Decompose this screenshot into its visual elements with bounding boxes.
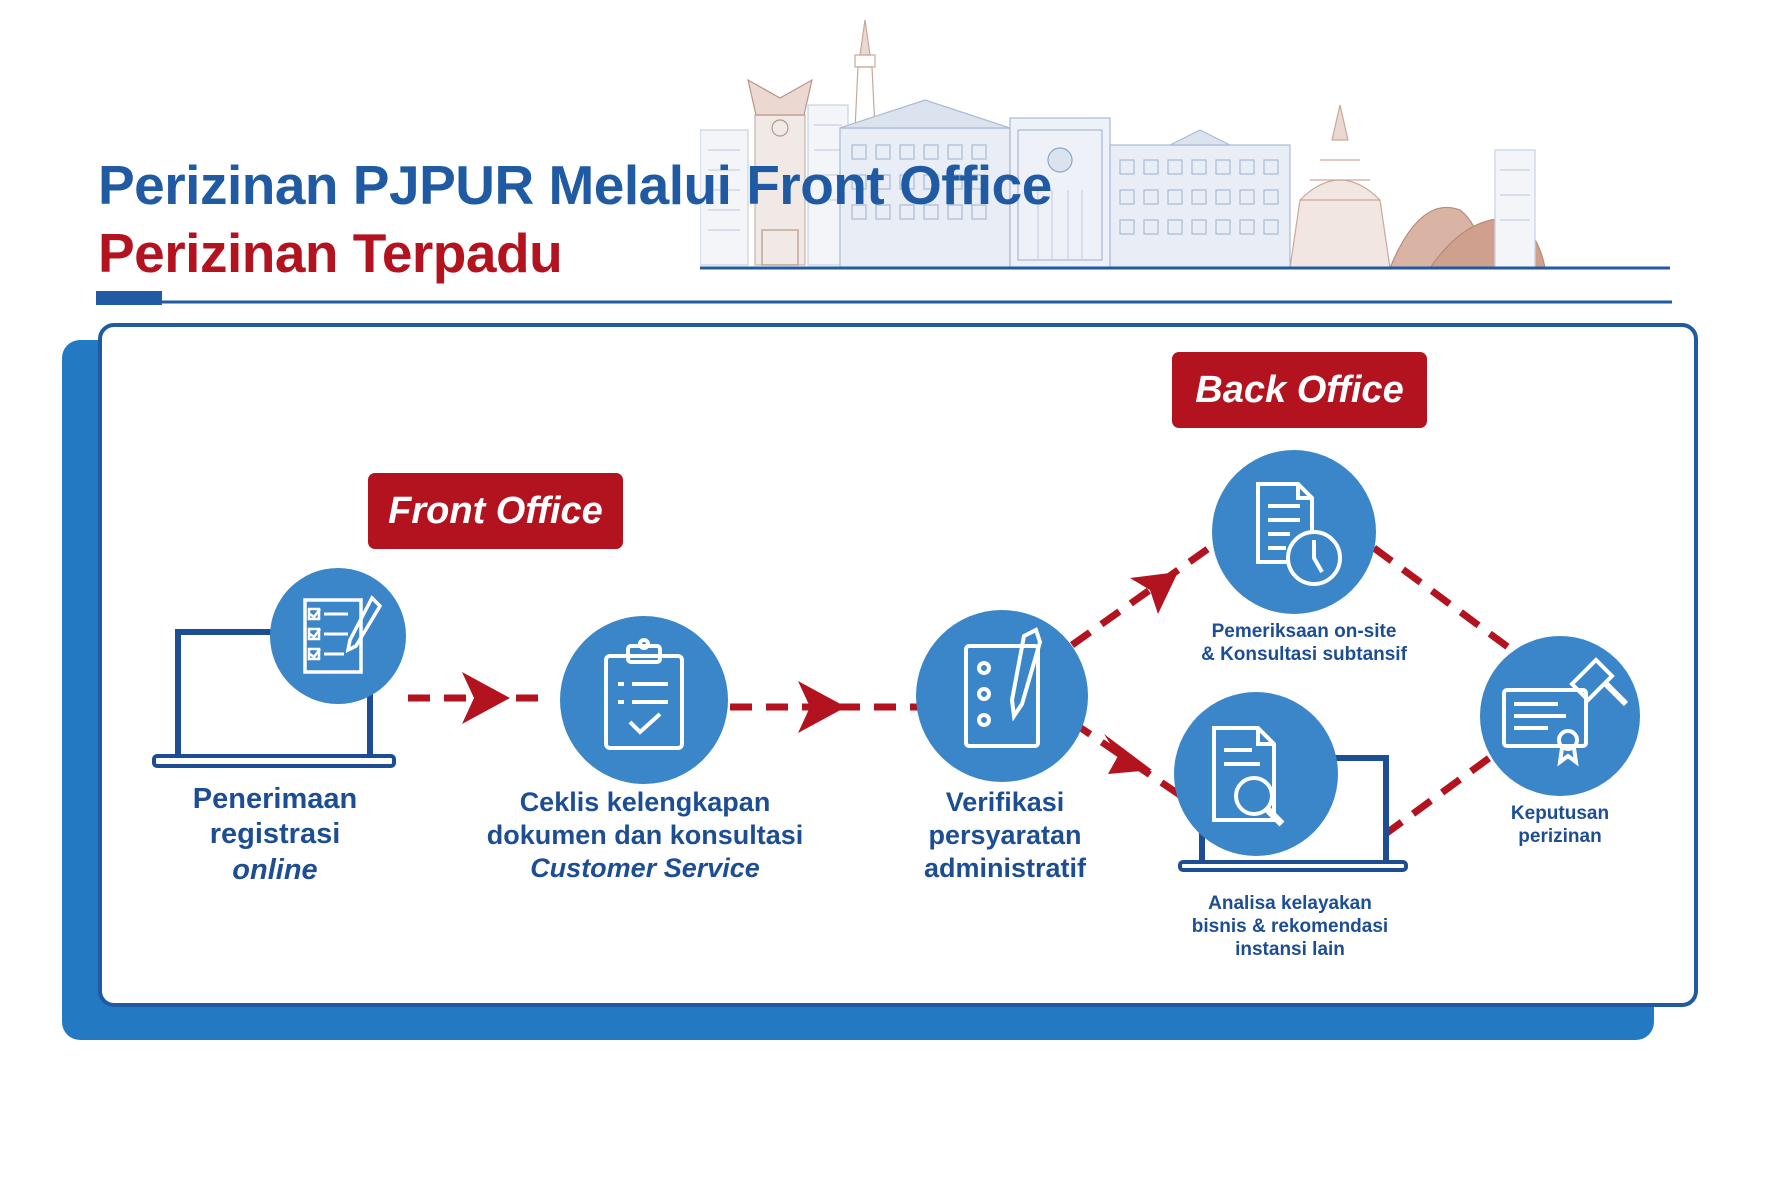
content-card xyxy=(98,323,1698,1007)
checklist-caption: Ceklis kelengkapan dokumen dan konsultas… xyxy=(486,787,804,883)
onsite-step-icon xyxy=(1212,450,1376,614)
verification-caption: Verifikasi persyaratan administratif xyxy=(923,787,1087,883)
arrowhead-4 xyxy=(1104,734,1152,774)
city-skyline-illustration xyxy=(700,19,1670,270)
decision-step-icon xyxy=(1480,636,1640,796)
header-accent-bar xyxy=(96,291,162,305)
arrowhead-1 xyxy=(462,672,510,724)
analysis-caption: Analisa kelayakan bisnis & rekomendasi i… xyxy=(1191,893,1389,961)
arrow-verification-to-analysis xyxy=(1070,719,1182,798)
certificate-gavel-icon xyxy=(1502,657,1629,767)
checklist-pencil-icon xyxy=(303,595,383,674)
registration-step-icon xyxy=(152,568,406,768)
arrowhead-2 xyxy=(798,681,846,733)
back-office-label: Back Office xyxy=(1172,352,1427,428)
arrowhead-3 xyxy=(1130,572,1178,614)
decision-caption: Keputusan perizinan xyxy=(1510,803,1610,848)
onsite-caption: Pemeriksaan on-site & Konsultasi subtans… xyxy=(1201,621,1407,666)
checklist-step-icon xyxy=(560,616,728,784)
clipboard-check-icon xyxy=(604,638,684,750)
page-subtitle: Perizinan Terpadu xyxy=(98,222,563,284)
verification-step-icon xyxy=(916,610,1088,782)
front-office-label: Front Office xyxy=(368,473,623,549)
analysis-step-icon xyxy=(1174,692,1408,872)
document-clock-icon xyxy=(1256,482,1342,586)
registration-caption: Penerimaan registrasi online xyxy=(192,783,358,886)
document-pen-icon xyxy=(964,627,1043,748)
page-title: Perizinan PJPUR Melalui Front Office xyxy=(98,154,1052,216)
document-search-icon xyxy=(1212,726,1285,827)
